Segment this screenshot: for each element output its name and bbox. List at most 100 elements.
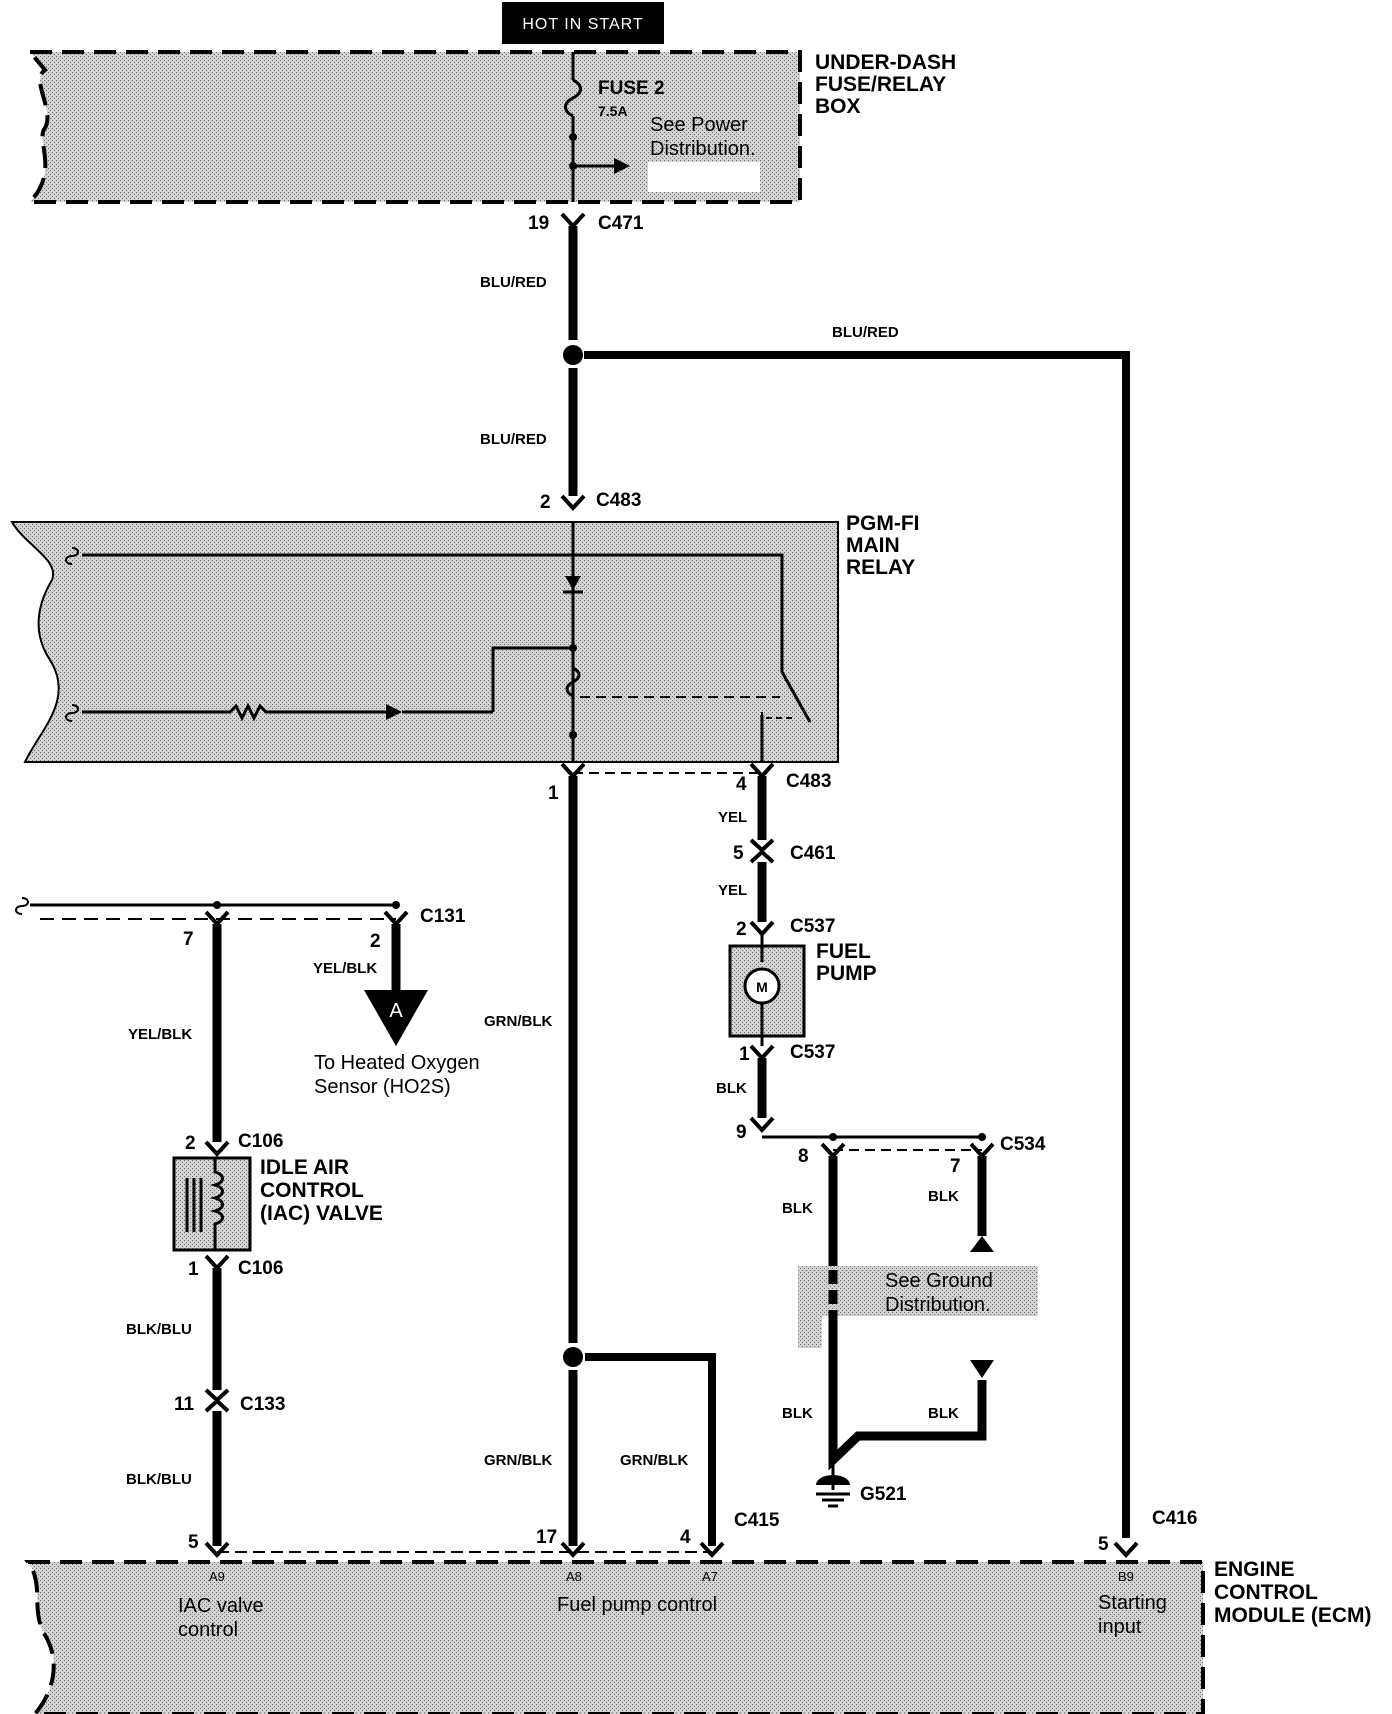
svg-text:8: 8	[798, 1146, 809, 1167]
splice-top	[563, 345, 583, 365]
svg-text:BLK: BLK	[928, 1188, 959, 1205]
connector-c483-top: 2 C483	[540, 490, 641, 513]
arrow-down	[970, 1360, 994, 1378]
offpage-connector-a: A To Heated Oxygen Sensor (HO2S)	[314, 990, 480, 1098]
svg-text:ENGINE: ENGINE	[1214, 1558, 1295, 1581]
svg-text:2: 2	[370, 931, 381, 952]
fuse-box-title-2: FUSE/RELAY	[815, 73, 946, 96]
svg-text:YEL/BLK: YEL/BLK	[128, 1026, 192, 1043]
connector-c537-top: 2 C537	[736, 916, 835, 940]
svg-text:G521: G521	[860, 1484, 907, 1505]
connector-c133: 11 C133	[174, 1388, 285, 1415]
svg-text:2: 2	[736, 919, 747, 940]
fuse-symbol	[564, 52, 630, 202]
fuse-relay-box: FUSE 2 7.5A See Power Distribution. UNDE…	[25, 50, 956, 204]
svg-text:1: 1	[548, 783, 559, 804]
ecm-pin-a7: A7	[702, 1569, 718, 1584]
svg-text:MODULE (ECM): MODULE (ECM)	[1214, 1604, 1371, 1627]
connector-c416: 5 C416	[1098, 1508, 1197, 1558]
svg-text:19: 19	[528, 213, 549, 234]
svg-text:BLK: BLK	[782, 1200, 813, 1217]
svg-text:YEL/BLK: YEL/BLK	[313, 960, 377, 977]
svg-text:C133: C133	[240, 1394, 285, 1415]
svg-text:Starting: Starting	[1098, 1592, 1167, 1614]
connector-c483-bottom: 1 4 C483	[548, 762, 831, 804]
connector-c131: 7 2 C131	[15, 897, 466, 952]
svg-text:C534: C534	[1000, 1134, 1046, 1155]
svg-text:5: 5	[188, 1532, 199, 1553]
svg-text:BLK/BLU: BLK/BLU	[126, 1471, 192, 1488]
svg-text:C106: C106	[238, 1131, 283, 1152]
connector-c461: 5 C461	[733, 838, 836, 864]
engine-control-module: A9 IAC valve control A8 Fuel pump contro…	[24, 1558, 1371, 1714]
hot-label: HOT IN START	[522, 16, 643, 33]
motor-symbol: M	[756, 979, 768, 995]
svg-text:BLU/RED: BLU/RED	[832, 324, 899, 341]
svg-text:C537: C537	[790, 916, 835, 937]
svg-text:control: control	[178, 1619, 238, 1641]
svg-text:FUEL: FUEL	[816, 940, 871, 963]
svg-text:BLK/BLU: BLK/BLU	[126, 1321, 192, 1338]
wire-blu-red-3	[584, 351, 1130, 1538]
hot-in-start-indicator: HOT IN START	[502, 2, 664, 44]
svg-text:11: 11	[174, 1394, 195, 1415]
svg-text:C483: C483	[786, 771, 831, 792]
svg-text:Fuel pump control: Fuel pump control	[557, 1594, 717, 1616]
svg-text:4: 4	[680, 1527, 691, 1548]
svg-text:C416: C416	[1152, 1508, 1197, 1529]
svg-text:Sensor (HO2S): Sensor (HO2S)	[314, 1076, 451, 1098]
svg-text:GRN/BLK: GRN/BLK	[620, 1452, 688, 1469]
svg-text:9: 9	[736, 1122, 747, 1143]
svg-text:GRN/BLK: GRN/BLK	[484, 1452, 552, 1469]
svg-text:C537: C537	[790, 1042, 835, 1063]
svg-text:Distribution.: Distribution.	[885, 1294, 991, 1316]
svg-text:1: 1	[739, 1044, 750, 1065]
ground-note: See Ground Distribution.	[798, 1266, 1038, 1348]
wire-grn-blk-3	[585, 1353, 716, 1546]
svg-text:GRN/BLK: GRN/BLK	[484, 1013, 552, 1030]
ecm-pin-a9: A9	[209, 1569, 225, 1584]
svg-text:2: 2	[185, 1133, 196, 1154]
svg-text:C415: C415	[734, 1510, 780, 1531]
pgm-fi-main-relay: PGM-FI MAIN RELAY	[10, 512, 920, 763]
fuse-note-line1: See Power	[650, 114, 748, 136]
svg-text:C131: C131	[420, 906, 466, 927]
ecm-pin-b9: B9	[1118, 1569, 1134, 1584]
iac-valve: IDLE AIR CONTROL (IAC) VALVE	[172, 1156, 383, 1252]
svg-text:BLU/RED: BLU/RED	[480, 431, 547, 448]
fuse-name: FUSE 2	[598, 78, 665, 99]
svg-text:C483: C483	[596, 490, 641, 511]
ground-g521: G521	[816, 1460, 907, 1508]
svg-text:C471: C471	[598, 213, 644, 234]
fuse-box-title-1: UNDER-DASH	[815, 51, 956, 74]
svg-text:(IAC) VALVE: (IAC) VALVE	[260, 1202, 383, 1225]
svg-text:CONTROL: CONTROL	[1214, 1581, 1318, 1604]
svg-text:YEL: YEL	[718, 882, 747, 899]
svg-text:7: 7	[950, 1156, 961, 1177]
svg-text:1: 1	[188, 1259, 199, 1280]
svg-text:IAC valve: IAC valve	[178, 1595, 264, 1617]
connector-c106-bottom: 1 C106	[188, 1254, 283, 1280]
svg-text:5: 5	[1098, 1534, 1109, 1555]
svg-text:IDLE AIR: IDLE AIR	[260, 1156, 349, 1179]
svg-text:YEL: YEL	[718, 809, 747, 826]
svg-text:BLK: BLK	[716, 1080, 747, 1097]
svg-text:A: A	[389, 1000, 403, 1022]
fuse-box-title-3: BOX	[815, 95, 861, 118]
svg-text:MAIN: MAIN	[846, 534, 900, 557]
connector-c537-bottom: 1 C537	[739, 1042, 835, 1065]
wire-label: BLU/RED	[480, 274, 547, 291]
fuse-rating: 7.5A	[598, 103, 628, 119]
svg-text:7: 7	[183, 929, 194, 950]
svg-text:4: 4	[736, 774, 747, 795]
fuse-note-line2: Distribution.	[650, 138, 756, 160]
svg-text:RELAY: RELAY	[846, 556, 915, 579]
svg-text:PGM-FI: PGM-FI	[846, 512, 920, 535]
wire-blk-ground	[828, 1156, 987, 1471]
svg-text:See Ground: See Ground	[885, 1270, 993, 1292]
svg-text:2: 2	[540, 492, 551, 513]
svg-text:17: 17	[536, 1527, 557, 1548]
connector-c106-top: 2 C106	[185, 1131, 283, 1157]
connector-c534: 9 8 7 C534	[736, 1116, 1046, 1177]
